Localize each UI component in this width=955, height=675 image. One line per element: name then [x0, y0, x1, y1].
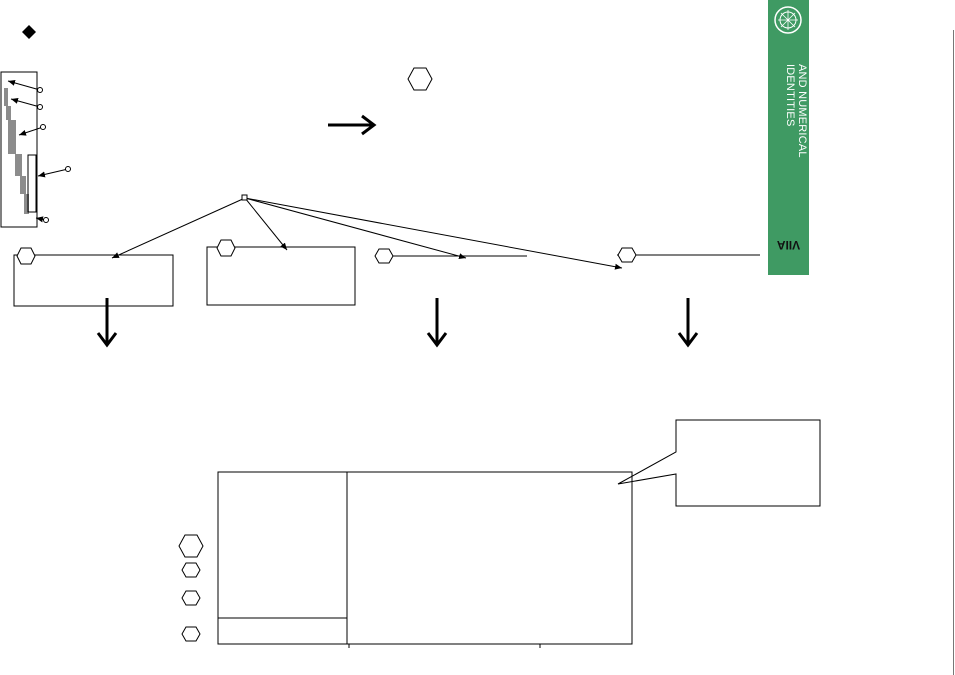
right-arrow-icon — [328, 114, 377, 136]
side-tab-title-line-2: AND NUMERICAL IDENTITIES — [784, 64, 808, 158]
side-tab: LIST OF CALL SIGNS AND NUMERICAL IDENTIT… — [768, 0, 820, 275]
fan-out-connectors — [111, 194, 623, 270]
side-tab-code: VIIA — [776, 238, 801, 252]
side-tab-title: LIST OF CALL SIGNS AND NUMERICAL IDENTIT… — [756, 64, 820, 204]
box-3-header — [374, 248, 527, 264]
down-arrow-icon — [677, 298, 699, 348]
itu-logo-icon — [774, 6, 802, 34]
callout-box — [617, 419, 821, 507]
hexagon-marker — [178, 534, 204, 642]
hexagon-marker-top — [407, 67, 433, 91]
box-4-header — [617, 247, 760, 263]
side-tab-title-line-1: LIST OF CALL SIGNS — [808, 64, 820, 177]
bottom-table — [217, 471, 633, 648]
box-2 — [206, 239, 356, 306]
box-1 — [13, 247, 174, 307]
diamond-bullet-icon — [22, 25, 36, 39]
down-arrow-icon — [96, 298, 118, 348]
thumbnail-callouts — [7, 80, 71, 223]
down-arrow-icon — [426, 298, 448, 348]
page-thumbnail — [0, 71, 38, 228]
page-edge-rule — [953, 30, 954, 675]
